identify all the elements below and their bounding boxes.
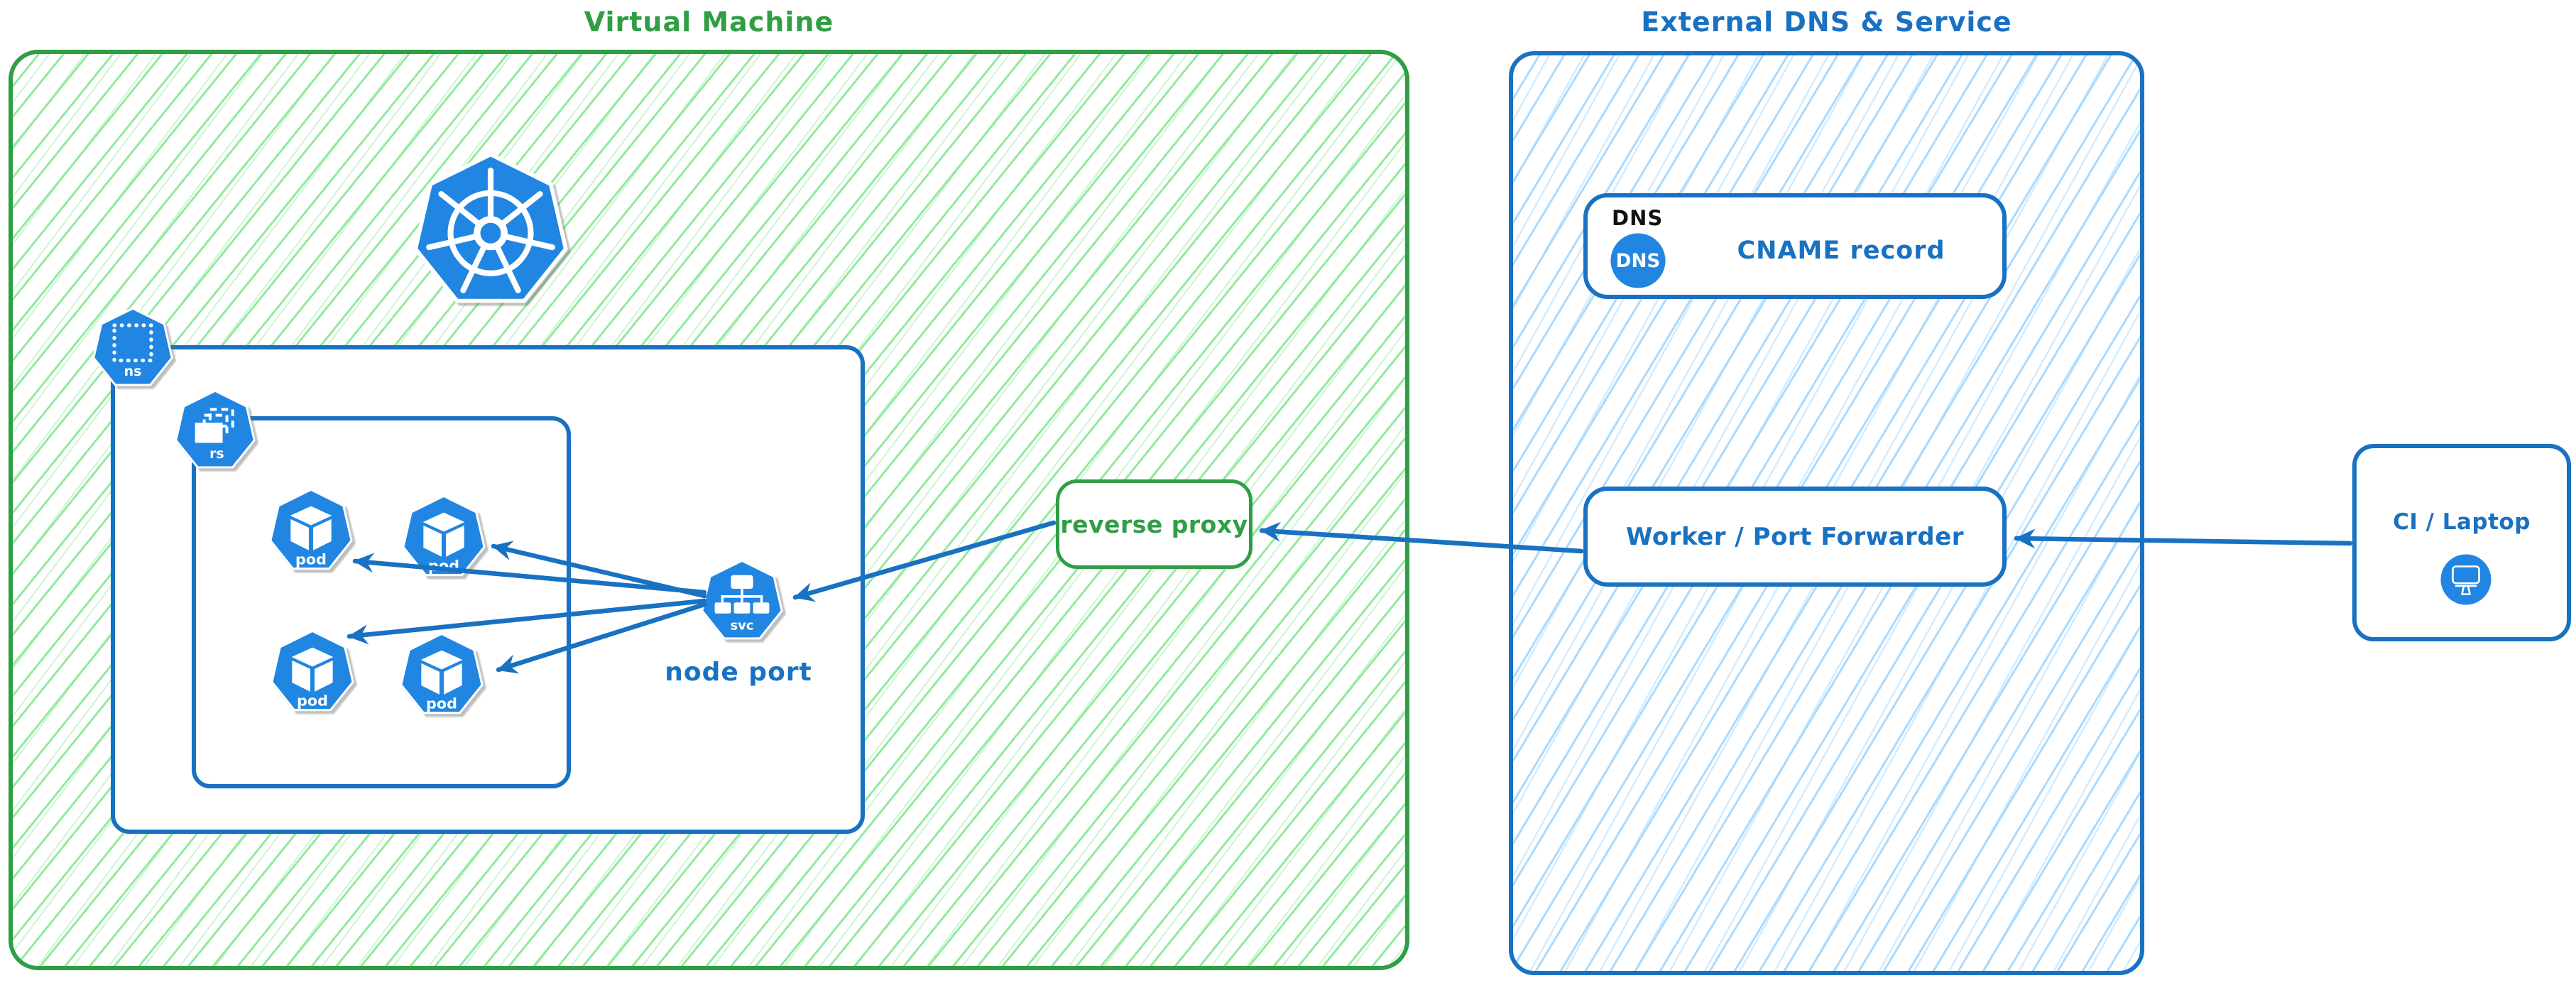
dns-icon: DNS (1610, 233, 1666, 288)
pod-icon: pod (271, 629, 354, 712)
pod-icon-label: pod (295, 550, 327, 567)
pod-icon-label: pod (297, 692, 328, 709)
pod-icon: pod (269, 488, 353, 570)
worker-port-forwarder-label: Worker / Port Forwarder (1626, 522, 1964, 551)
namespace-icon-label: ns (124, 364, 142, 379)
reverse-proxy-box: reverse proxy (1056, 479, 1252, 569)
replicaset-icon-label: rs (209, 446, 224, 462)
replicaset-icon: rs (175, 389, 256, 469)
dns-record-card: DNS DNS CNAME record (1583, 193, 2007, 299)
service-icon: svc (701, 559, 783, 640)
pod-icon-label: pod (428, 557, 459, 574)
service-icon-label: svc (730, 619, 753, 634)
kubernetes-logo-icon (413, 152, 568, 303)
external-dns-service-title: External DNS & Service (1641, 6, 2012, 38)
pod-icon-label: pod (426, 695, 457, 712)
node-port-label: node port (665, 658, 812, 687)
worker-port-forwarder-box: Worker / Port Forwarder (1583, 487, 2007, 587)
virtual-machine-title: Virtual Machine (584, 6, 834, 38)
monitor-icon (2440, 554, 2492, 605)
dns-tag: DNS (1612, 206, 1664, 230)
ci-laptop-label: CI / Laptop (2393, 509, 2531, 535)
ci-laptop-box: CI / Laptop (2352, 444, 2571, 641)
pod-icon: pod (402, 494, 486, 577)
reverse-proxy-label: reverse proxy (1060, 510, 1248, 538)
cname-record-label: CNAME record (1737, 236, 1945, 265)
namespace-icon: ns (92, 307, 173, 386)
dns-icon-label: DNS (1616, 251, 1661, 272)
pod-icon: pod (400, 632, 484, 715)
